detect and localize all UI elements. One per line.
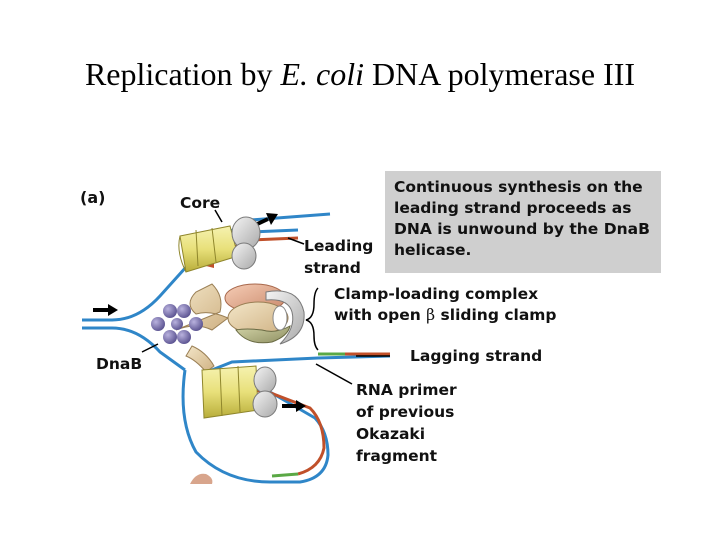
clamp-text-suffix: sliding clamp xyxy=(435,306,557,324)
leading-core-polymerase xyxy=(178,216,261,273)
title-italic: E. coli xyxy=(280,56,364,92)
clamp-loader xyxy=(175,283,305,373)
label-dnab: DnaB xyxy=(96,355,143,373)
page-title: Replication by E. coli DNA polymerase II… xyxy=(0,56,720,93)
label-rna-primer-line2: of previous xyxy=(356,403,455,421)
title-suffix: DNA polymerase III xyxy=(364,56,636,92)
dnab-helicase xyxy=(151,304,203,344)
label-leading-strand-line1: Leading xyxy=(304,237,374,255)
label-rna-primer-line1: RNA primer xyxy=(356,381,457,399)
callout-line: helicase. xyxy=(394,241,472,259)
beta-symbol: β xyxy=(426,306,436,324)
lagging-core-polymerase xyxy=(201,365,278,419)
label-clamp-loading-line2: with open β sliding clamp xyxy=(334,305,557,325)
title-prefix: Replication by xyxy=(84,56,281,92)
clamp-text-prefix: with open xyxy=(334,306,427,324)
label-rna-primer-line3: Okazaki xyxy=(356,425,426,443)
callout-line: DNA is unwound by the DnaB xyxy=(394,220,650,238)
lagging-strand-dna xyxy=(181,352,391,484)
callout-box: Continuous synthesis on the leading stra… xyxy=(385,171,661,273)
label-leading-strand-line2: strand xyxy=(304,259,361,277)
primase-fragment xyxy=(190,473,213,484)
label-lagging-strand: Lagging strand xyxy=(410,347,543,365)
callout-line: leading strand proceeds as xyxy=(394,199,632,217)
parental-dna-duplex xyxy=(82,244,207,372)
panel-label: (a) xyxy=(80,188,106,207)
label-rna-primer-line4: fragment xyxy=(356,447,438,465)
callout-line: Continuous synthesis on the xyxy=(394,178,643,196)
label-clamp-loading-line1: Clamp-loading complex xyxy=(334,285,539,303)
leader-lines xyxy=(141,209,390,385)
label-core: Core xyxy=(180,194,221,212)
